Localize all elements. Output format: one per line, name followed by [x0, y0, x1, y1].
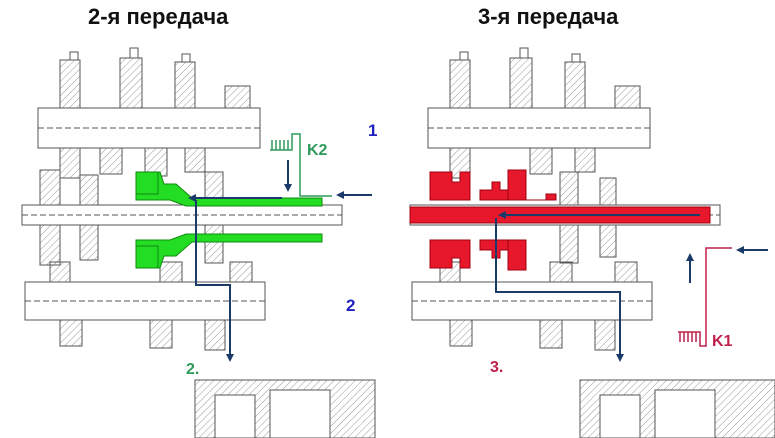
clutch-k2-label: K2	[307, 142, 328, 159]
upper-shaft-left	[37, 47, 261, 179]
title-3rd-gear: 3-я передача	[478, 4, 619, 29]
differential-right	[579, 379, 775, 438]
differential-left	[194, 379, 376, 438]
lower-shaft-left	[24, 261, 266, 351]
gear-label-2: 2.	[186, 361, 199, 378]
gear2-power-path	[135, 171, 323, 269]
shaft-number-2: 2	[346, 296, 355, 315]
flow-arrows-left	[188, 160, 372, 362]
gear-label-3: 3.	[490, 359, 503, 376]
title-2nd-gear: 2-я передача	[88, 4, 229, 29]
clutch-k2-symbol	[270, 133, 332, 197]
upper-shaft-right	[427, 47, 651, 179]
clutch-k1-symbol	[678, 247, 732, 347]
input-shaft-left	[21, 169, 343, 266]
flow-arrows-right	[495, 211, 768, 362]
lower-shaft-right	[411, 261, 653, 351]
clutch-k1-label: K1	[712, 333, 733, 350]
shaft-number-1: 1	[368, 121, 377, 140]
gearbox-left	[21, 47, 376, 438]
